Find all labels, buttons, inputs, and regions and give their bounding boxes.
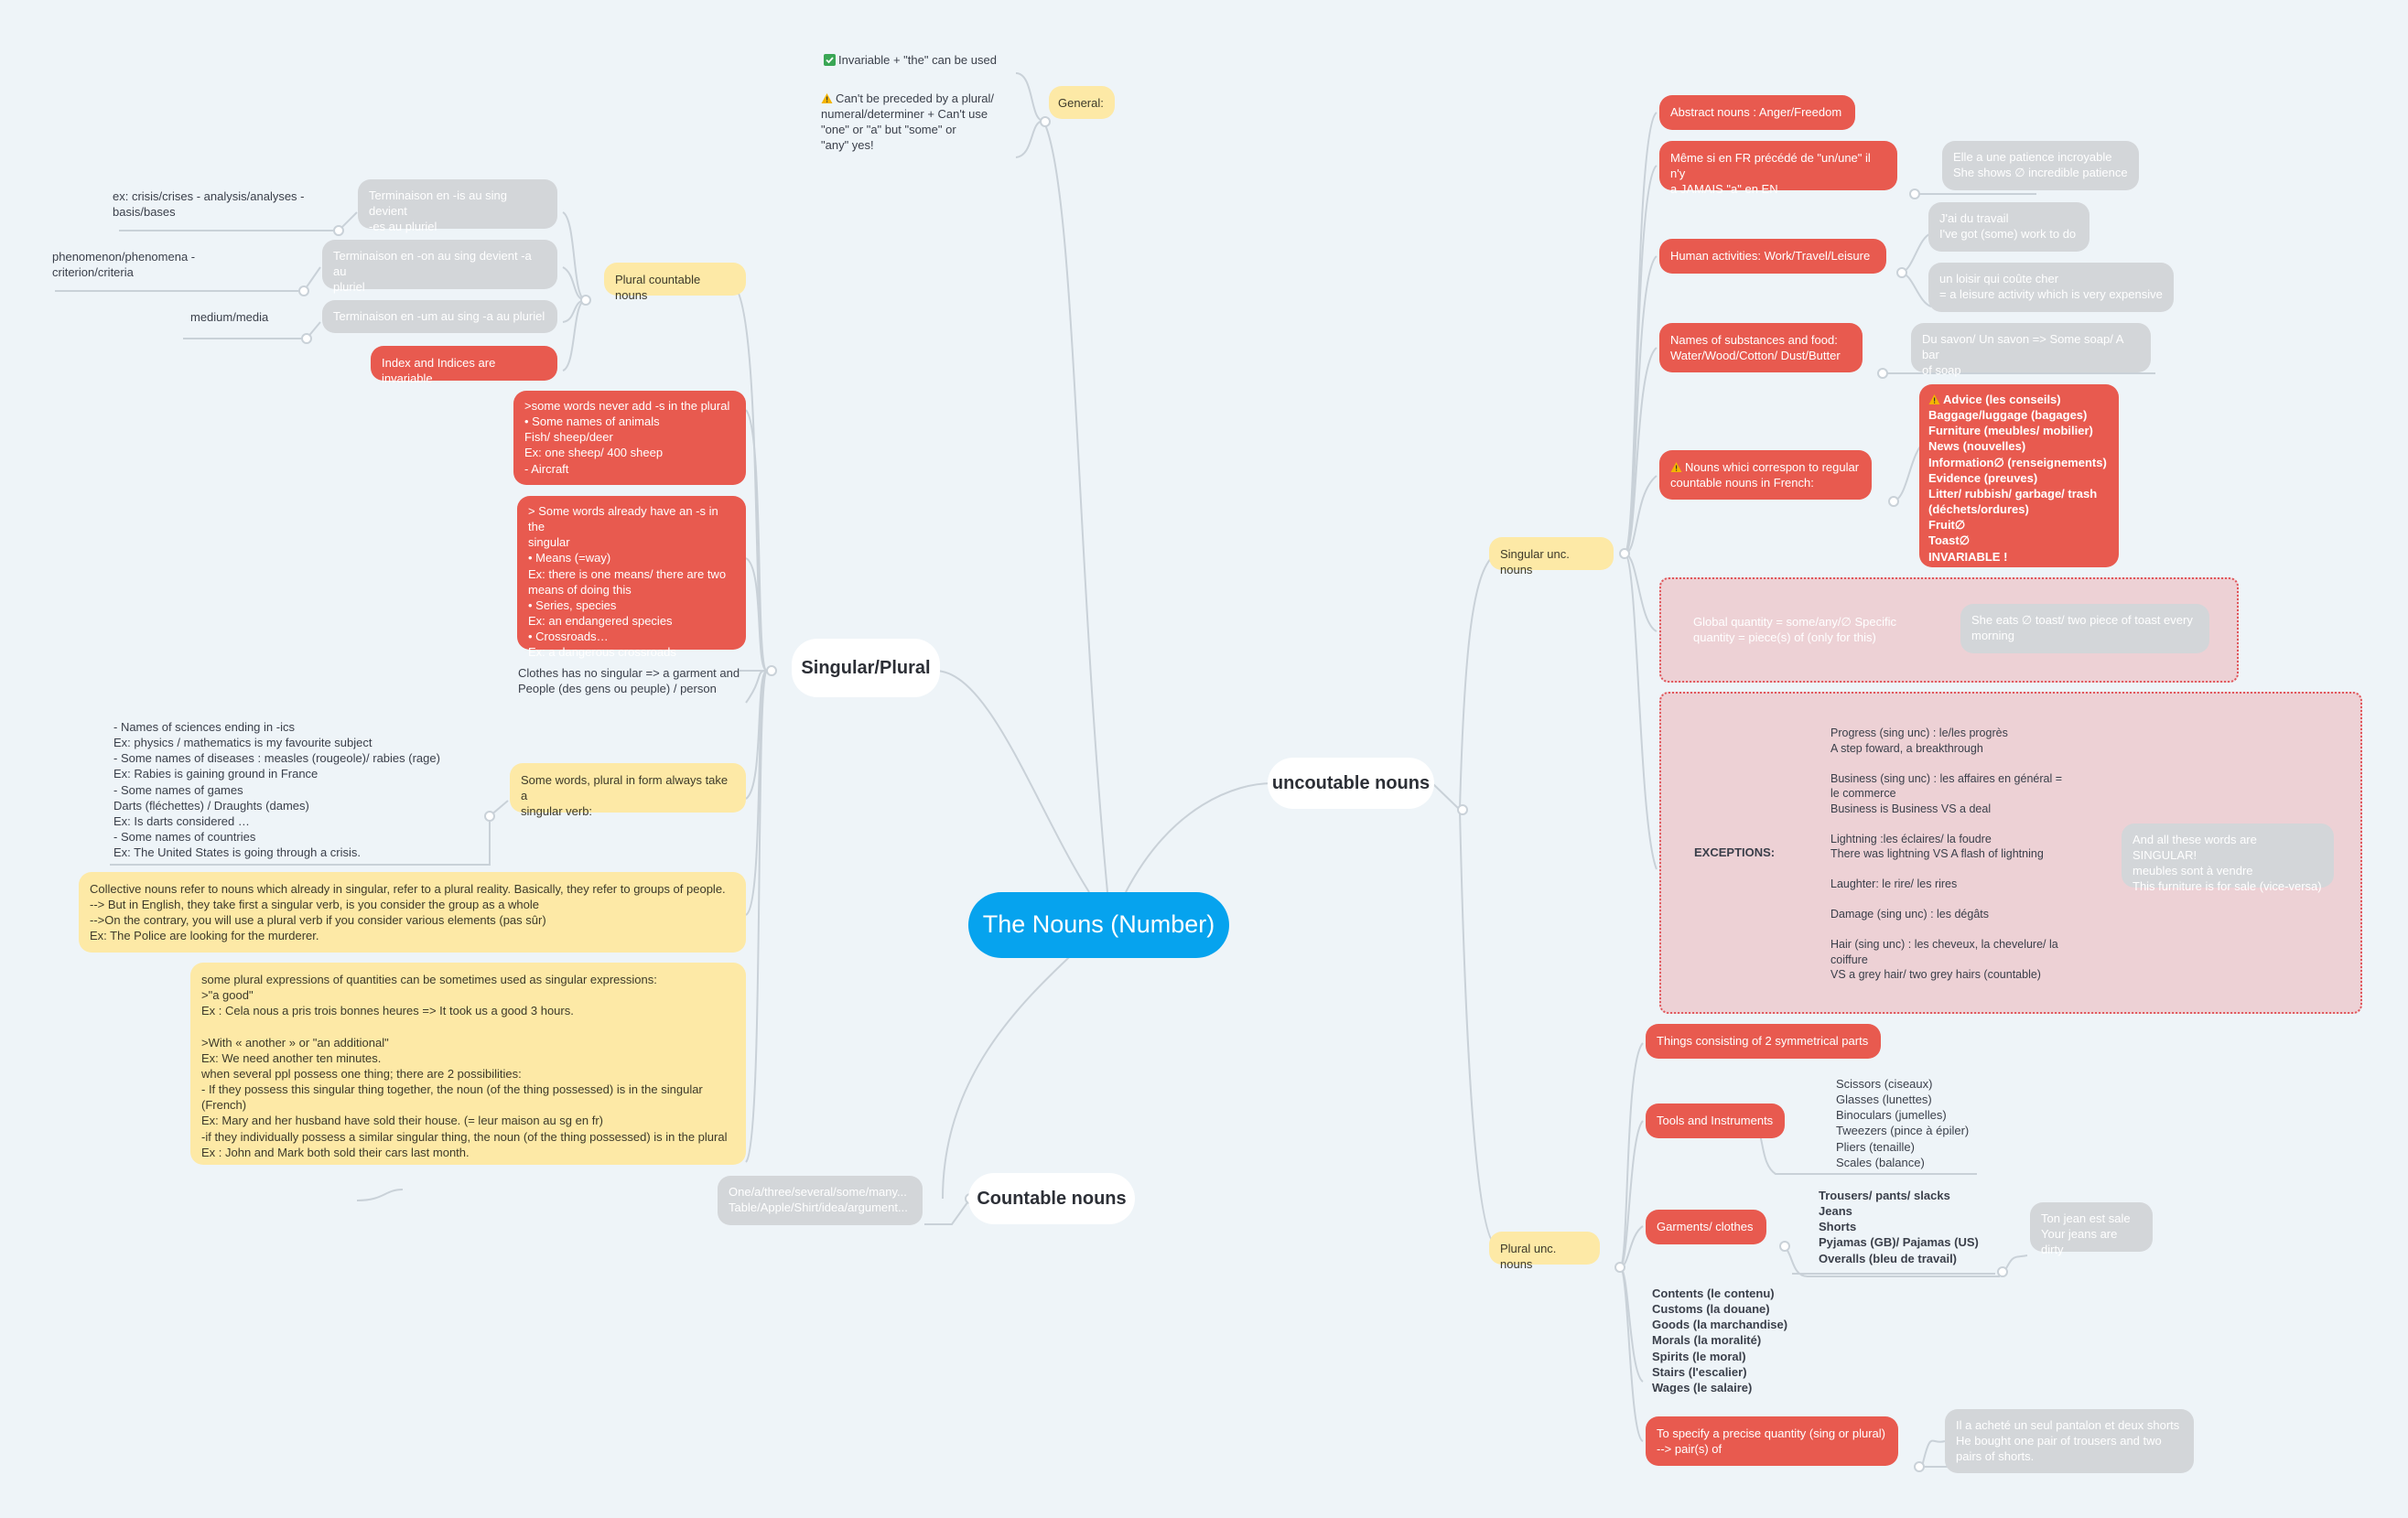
- travail-example[interactable]: J'ai du travail I've got (some) work to …: [1928, 202, 2089, 252]
- general-cant-precede[interactable]: Can't be preceded by a plural/ numeral/d…: [821, 91, 1022, 154]
- advice-list[interactable]: Advice (les conseils) Baggage/luggage (b…: [1919, 384, 2119, 567]
- singular-note[interactable]: And all these words are SINGULAR! meuble…: [2122, 824, 2334, 893]
- already-have-s[interactable]: > Some words already have an -s in the s…: [517, 496, 746, 659]
- check-icon: [824, 54, 836, 66]
- branch-singular-plural[interactable]: Singular/Plural: [792, 639, 940, 697]
- loisir-example[interactable]: un loisir qui coûte cher = a leisure act…: [1928, 263, 2174, 312]
- on-rule[interactable]: Terminaison en -on au sing devient -a au…: [322, 240, 557, 294]
- warning-icon: [1928, 393, 1940, 405]
- contents-list[interactable]: Contents (le contenu) Customs (la douane…: [1652, 1287, 1788, 1394]
- um-example[interactable]: medium/media: [190, 310, 269, 324]
- branch-countable-nouns[interactable]: Countable nouns: [968, 1173, 1135, 1224]
- clothes-note[interactable]: Clothes has no singular => a garment and…: [518, 666, 740, 696]
- warning-icon: [821, 92, 833, 104]
- um-rule[interactable]: Terminaison en -um au sing -a au pluriel: [322, 300, 557, 333]
- abstract-nouns[interactable]: Abstract nouns : Anger/Freedom: [1659, 95, 1855, 130]
- savon-example[interactable]: Du savon/ Un savon => Some soap/ A bar o…: [1911, 323, 2151, 377]
- garments-clothes[interactable]: Garments/ clothes: [1646, 1210, 1766, 1244]
- nouns-whici-text: Nouns whici correspon to regular countab…: [1670, 460, 1860, 490]
- jean-example[interactable]: Ton jean est sale Your jeans are dirty: [2030, 1202, 2153, 1256]
- collective-nouns[interactable]: Collective nouns refer to nouns which al…: [79, 872, 746, 953]
- branch-uncountable-nouns[interactable]: uncoutable nouns: [1268, 758, 1434, 809]
- toast-example[interactable]: She eats ∅ toast/ two piece of toast eve…: [1960, 604, 2209, 653]
- exceptions-label[interactable]: EXCEPTIONS:: [1694, 845, 1776, 859]
- is-rule[interactable]: Terminaison en -is au sing devient -es a…: [358, 179, 557, 233]
- substances-food[interactable]: Names of substances and food: Water/Wood…: [1659, 323, 1863, 372]
- is-example[interactable]: ex: crisis/crises - analysis/analyses - …: [113, 189, 305, 220]
- countable-examples[interactable]: One/a/three/several/some/many... Table/A…: [718, 1176, 923, 1225]
- global-quantity[interactable]: Global quantity = some/any/∅ Specific qu…: [1693, 615, 1896, 645]
- plural-unc-label[interactable]: Plural unc. nouns: [1489, 1232, 1600, 1271]
- plural-form-details[interactable]: - Names of sciences ending in -ics Ex: p…: [113, 720, 440, 860]
- pantalon-example[interactable]: Il a acheté un seul pantalon et deux sho…: [1945, 1409, 2194, 1473]
- tools-list[interactable]: Scissors (ciseaux) Glasses (lunettes) Bi…: [1836, 1077, 1970, 1169]
- patience-example[interactable]: Elle a une patience incroyable She shows…: [1942, 141, 2139, 190]
- general-cant-precede-text: Can't be preceded by a plural/ numeral/d…: [821, 92, 995, 153]
- exceptions-list[interactable]: Progress (sing unc) : le/les progrès A s…: [1830, 727, 2063, 981]
- warning-icon: [1670, 461, 1682, 473]
- root-topic[interactable]: The Nouns (Number): [968, 892, 1229, 958]
- on-example[interactable]: phenomenon/phenomena - criterion/criteri…: [52, 250, 196, 280]
- human-activities[interactable]: Human activities: Work/Travel/Leisure: [1659, 239, 1886, 274]
- quantities-expressions[interactable]: some plural expressions of quantities ca…: [190, 963, 746, 1165]
- singular-unc-label[interactable]: Singular unc. nouns: [1489, 537, 1614, 576]
- general-label[interactable]: General:: [1049, 86, 1115, 119]
- advice-list-text: Advice (les conseils) Baggage/luggage (b…: [1928, 393, 2107, 564]
- general-invariable[interactable]: Invariable + "the" can be used: [824, 52, 1025, 68]
- tools-instruments[interactable]: Tools and Instruments: [1646, 1104, 1785, 1138]
- plural-form-label[interactable]: Some words, plural in form always take a…: [510, 763, 746, 818]
- index-invariable[interactable]: Index and Indices are invariable: [371, 346, 557, 385]
- meme-si-fr[interactable]: Même si en FR précédé de "un/une" il n'y…: [1659, 141, 1897, 196]
- nouns-whici[interactable]: Nouns whici correspon to regular countab…: [1659, 450, 1872, 500]
- precise-quantity[interactable]: To specify a precise quantity (sing or p…: [1646, 1416, 1898, 1466]
- never-add-s[interactable]: >some words never add -s in the plural •…: [513, 391, 746, 485]
- symmetrical-parts[interactable]: Things consisting of 2 symmetrical parts: [1646, 1024, 1881, 1059]
- general-invariable-text: Invariable + "the" can be used: [838, 53, 997, 67]
- garments-list[interactable]: Trousers/ pants/ slacks Jeans Shorts Pyj…: [1819, 1189, 1979, 1265]
- plural-countable-label[interactable]: Plural countable nouns: [604, 263, 746, 302]
